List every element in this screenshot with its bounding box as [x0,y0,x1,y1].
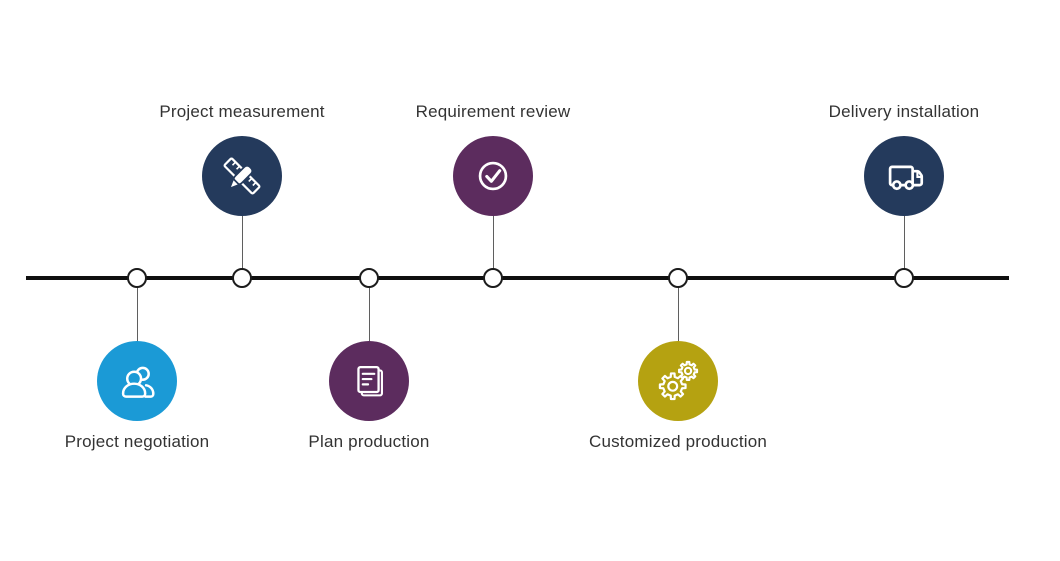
node-circle [864,136,944,216]
node-circle [97,341,177,421]
node-label: Customized production [588,432,768,451]
timeline-dot [127,268,147,288]
timeline-axis [26,276,1009,280]
connector-line [368,286,370,343]
check-circle-icon [478,161,508,191]
connector-line [903,214,905,270]
node-circle [329,341,409,421]
node-circle [638,341,718,421]
timeline-dot [359,268,379,288]
node-circle [453,136,533,216]
node-label: Plan production [308,432,430,451]
people-icon [121,366,155,398]
gears-icon [658,360,699,401]
timeline-dot [668,268,688,288]
node-label: Project negotiation [64,432,210,451]
timeline-dot [483,268,503,288]
connector-line [492,214,494,270]
connector-line [136,286,138,343]
node-label: Requirement review [415,102,571,121]
truck-icon [888,165,924,191]
timeline-dot [894,268,914,288]
timeline-dot [232,268,252,288]
connector-line [677,286,679,343]
connector-line [241,214,243,270]
document-icon [357,365,383,397]
node-label: Project measurement [159,102,325,121]
node-label: Delivery installation [828,102,980,121]
ruler-pencil-icon [223,157,261,195]
node-circle [202,136,282,216]
